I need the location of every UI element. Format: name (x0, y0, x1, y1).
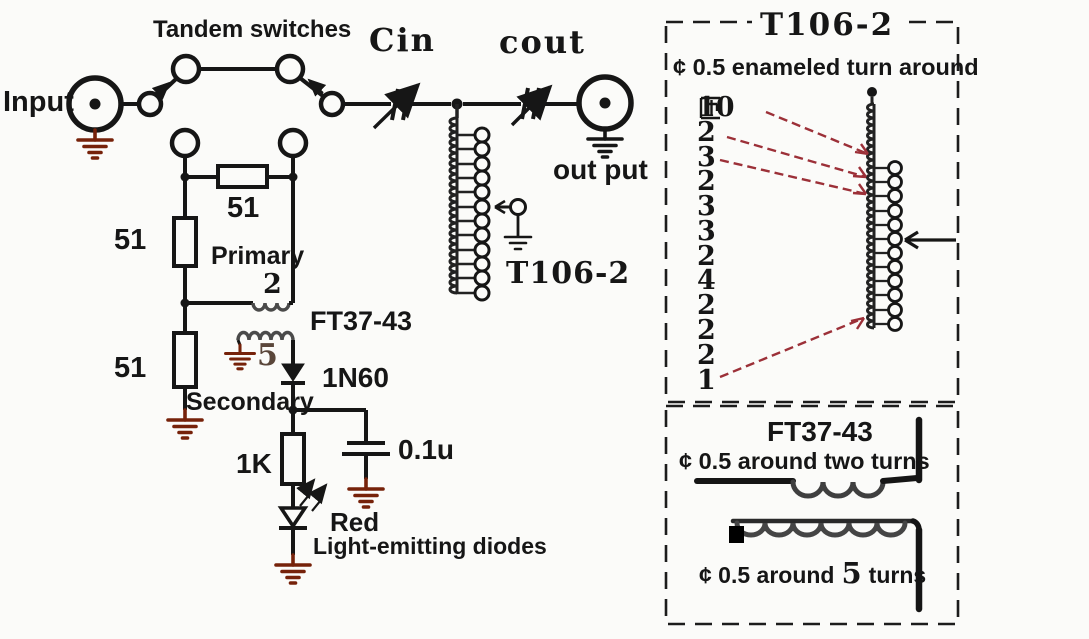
t106-turns-row: 3 (697, 191, 735, 223)
tap-pointer-arrow (904, 230, 956, 250)
resistor-51-top (216, 164, 269, 189)
zha-turns-cjk-glyph (699, 96, 720, 120)
t106-wire-note: ¢ 0.5 enameled turn around (673, 54, 979, 80)
turns-count: 2 (697, 290, 716, 322)
led-label: Light-emitting diodes (313, 533, 547, 559)
t106-turns-row: 2 (697, 315, 735, 347)
secondary-ground-icon (224, 343, 256, 371)
led-triangle (277, 506, 309, 530)
input-label: Input (3, 86, 74, 118)
ft37-transformer (185, 301, 295, 364)
input-ground-icon (76, 128, 114, 160)
output-label: out put (553, 154, 648, 185)
input-connector (66, 75, 124, 133)
cin-capacitor (372, 82, 451, 130)
output-ground-icon (586, 127, 624, 159)
secondary-label: Secondary (186, 388, 314, 416)
ft37-primary-note: ¢ 0.5 around two turns (679, 448, 930, 474)
output-connector (576, 74, 634, 132)
resistor-51-lower-label: 51 (114, 352, 147, 384)
turns-count: 3 (697, 141, 716, 173)
t106-turns-row: 3 (697, 141, 735, 173)
led-branch (277, 412, 328, 555)
t106-turns-row: 2 (697, 116, 735, 148)
led-red-label: Red (330, 507, 380, 537)
primary-winding (251, 302, 291, 312)
cap-ground-icon (347, 477, 385, 509)
diode-1n60 (281, 363, 305, 408)
secondary-winding (236, 330, 295, 341)
tandem-switch (121, 53, 391, 118)
ft37-five-turn-drawing (729, 518, 923, 613)
ft37-panel-border (664, 404, 960, 626)
note-prefix: ¢ 0.5 around (699, 562, 835, 588)
t106-turns-row: 2 (697, 290, 735, 322)
ft37-secondary-note: ¢ 0.5 around 5 turns (699, 556, 926, 590)
t106-turns-row: 1 (697, 364, 735, 396)
turn-count-arrows (719, 110, 869, 379)
note-suffix: turns (868, 562, 927, 588)
diode-1n60-label: 1N60 (322, 362, 389, 393)
cap-0_1u-label: 0.1u (398, 434, 455, 465)
secondary-turns-label: 5 (257, 338, 278, 373)
resistor-51-lower (172, 331, 198, 389)
turns-count: 3 (697, 215, 716, 247)
resistor-1k-label: 1K (236, 448, 272, 479)
t106-turns-row: 2 (697, 339, 735, 371)
turns-count: 4 (697, 265, 716, 297)
resistor-1k (280, 432, 306, 486)
t106-winding-diagram (866, 87, 903, 332)
ft37-label: FT37-43 (310, 306, 413, 336)
cout-label: cout (499, 23, 586, 61)
t106-turns-row: 3 (697, 215, 735, 247)
turns-count: 2 (697, 339, 716, 371)
inductor-wiper (494, 198, 533, 251)
primary-turns-label: 2 (263, 269, 282, 300)
ft37-panel-title: FT37-43 (767, 416, 873, 447)
turns-count: 2 (697, 116, 716, 148)
t106-turns-row: 2 (697, 166, 735, 198)
note-turns: 5 (841, 556, 862, 590)
resistor-51-left-label: 51 (114, 224, 147, 256)
tapped-inductor (448, 104, 491, 302)
t106-turns-row: 2 (697, 240, 735, 272)
turns-count: 2 (697, 240, 716, 272)
led-ground-icon (274, 553, 312, 585)
resistor-51-left (172, 216, 198, 268)
t106-main-label: T106-2 (506, 256, 631, 291)
turns-count: 1 (697, 364, 716, 396)
turns-count: 3 (697, 191, 716, 223)
tandem-switches-label: Tandem switches (153, 16, 352, 43)
filter-capacitor (293, 408, 390, 479)
cout-capacitor (463, 84, 579, 127)
turns-count: 2 (697, 315, 716, 347)
t106-panel-title: T106-2 (752, 10, 903, 41)
ft37-two-turn-drawing (694, 416, 923, 499)
t106-turns-row: 10 (697, 92, 735, 123)
resistor-51-top-label: 51 (227, 192, 260, 224)
turns-count: 2 (697, 166, 716, 198)
led-emission-arrow (308, 483, 328, 512)
t106-turns-row: 4 (697, 265, 735, 296)
t106-turns-column: 10 2 3 2 3 3 2 4 2 2 2 1 (697, 92, 735, 396)
primary-label: Primary (211, 242, 305, 270)
cin-label: Cin (369, 21, 436, 59)
